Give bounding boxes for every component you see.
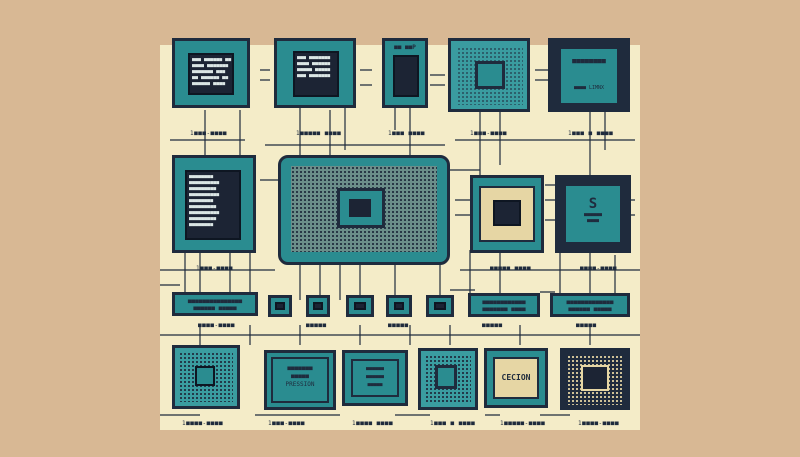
die-line: ■■■■■■■■■ xyxy=(189,216,217,222)
strip-chip-3 xyxy=(346,295,374,317)
socket-mid-die xyxy=(493,200,521,226)
caption-strip-5: ■■■■■ xyxy=(576,322,597,329)
chip-4-die xyxy=(475,61,505,89)
caption-bottom-2: 1■■■-■■■■ xyxy=(268,420,306,427)
chip-1: ■■■ ■■■■■■ ■■ ■■■■ ■■■■■■■ ■■■■■■■ ■■■ ■… xyxy=(172,38,250,108)
die-line: ■■■■■ ■■■■■ xyxy=(297,67,331,73)
strip-plate-mid-label: ■■■■■■■■■■■■ ■■■■■■■ ■■■■ xyxy=(482,299,526,313)
socket-right-letter: S xyxy=(588,196,598,212)
chip-socket-mid xyxy=(470,175,544,253)
socket-right-body: S ■■■■■■ ■■■■ xyxy=(564,184,622,244)
bottom-chip-5-body: CECION xyxy=(493,357,539,399)
center-die xyxy=(337,188,385,228)
chip-2-die: ■■■ ■■■■■■■ ■■■■ ■■■■■■ ■■■■■ ■■■■■ ■■■ … xyxy=(293,51,339,97)
caption-mid-3: ■■■■-■■■■ xyxy=(580,265,618,272)
strip-chip-5-die xyxy=(434,302,446,310)
bottom-chip-3-body: ■■■■■■ ■■■■■■ ■■■■■ xyxy=(351,359,399,397)
chip-3: ■■ ■■P xyxy=(382,38,428,108)
bottom-chip-1-die xyxy=(195,366,215,386)
strip-chip-1 xyxy=(268,295,292,317)
chip-socket-right: S ■■■■■■ ■■■■ xyxy=(555,175,631,253)
chip-5-label: ■■■■■■■■ xyxy=(572,57,606,65)
bottom-chip-5: CECION xyxy=(484,348,548,408)
socket-right-sub: ■■■■■■ ■■■■ xyxy=(583,212,603,224)
strip-chip-5 xyxy=(426,295,454,317)
strip-chip-1-die xyxy=(275,302,285,310)
strip-plate-right-label: ■■■■■■■■■■■■■ ■■■■■■ ■■■■■ xyxy=(566,299,614,313)
die-line: ■■■■■■■■ xyxy=(189,198,214,204)
caption-top-1: 1■■■-■■■■ xyxy=(190,130,228,137)
strip-plate-left-label: ■■■■■■■■■■■■■■■ ■■■■■■ ■■■■■ xyxy=(187,298,243,312)
strip-plate-right: ■■■■■■■■■■■■■ ■■■■■■ ■■■■■ xyxy=(550,293,630,317)
caption-strip-3: ■■■■■ xyxy=(388,322,409,329)
bottom-chip-2-body: ■■■■■■■ ■■■■■ PRESSION xyxy=(271,357,329,403)
die-line: ■■■■■■■■■■ xyxy=(189,210,220,216)
bottom-chip-2: ■■■■■■■ ■■■■■ PRESSION xyxy=(264,350,336,410)
caption-top-2: 1■■■■■ ■■■■ xyxy=(296,130,342,137)
die-line: ■■■■ ■■■■■■■ xyxy=(192,63,229,69)
caption-bottom-4: 1■■■ ■ ■■■■ xyxy=(430,420,476,427)
chip-large-left-die: ■■■■■■■■ ■■■■■■■■■■ ■■■■■■■■■ ■■■■■■■■■■… xyxy=(185,170,241,240)
caption-bottom-5: 1■■■■■-■■■■ xyxy=(500,420,546,427)
strip-chip-2-die xyxy=(313,302,323,310)
caption-mid-1: 1■■■-■■■■ xyxy=(196,265,234,272)
bottom-chip-4-die xyxy=(435,365,457,389)
chip-3-die xyxy=(393,55,419,97)
die-line: ■■■■ ■■■■■■ xyxy=(297,61,331,67)
bottom-chip-4 xyxy=(418,348,478,410)
chip-large-left: ■■■■■■■■ ■■■■■■■■■■ ■■■■■■■■■ ■■■■■■■■■■… xyxy=(172,155,256,253)
chip-1-die: ■■■ ■■■■■■ ■■ ■■■■ ■■■■■■■ ■■■■■■■ ■■■ ■… xyxy=(188,53,234,95)
die-line: ■■■ ■■■■■■■ xyxy=(297,73,331,79)
strip-plate-mid: ■■■■■■■■■■■■ ■■■■■■■ ■■■■ xyxy=(468,293,540,317)
socket-mid-body xyxy=(479,186,535,242)
chip-5-body: ■■■■■■■■ ■■■■ LIMNX xyxy=(559,47,619,105)
bottom-chip-3: ■■■■■■ ■■■■■■ ■■■■■ xyxy=(342,350,408,406)
strip-chip-4 xyxy=(386,295,412,317)
strip-chip-2 xyxy=(306,295,330,317)
caption-top-5: 1■■■ ■ ■■■■ xyxy=(568,130,614,137)
die-line: ■■ ■■■■■■ ■■ xyxy=(192,75,229,81)
die-line: ■■■■■■■ ■■■ xyxy=(192,69,226,75)
chip-5-sub: ■■■■ LIMNX xyxy=(573,85,605,91)
die-line: ■■■■■■■■■ xyxy=(189,204,217,210)
die-line: ■■■■■■■■ xyxy=(189,222,214,228)
caption-mid-2: ■■■■■ ■■■■ xyxy=(490,265,532,272)
caption-bottom-3: 1■■■■ ■■■■ xyxy=(352,420,394,427)
bottom-chip-1 xyxy=(172,345,240,409)
die-line: ■■■ ■■■■■■■ xyxy=(297,55,331,61)
caption-top-3: 1■■■ ■■■■ xyxy=(388,130,426,137)
chip-4 xyxy=(448,38,530,112)
caption-strip-2: ■■■■■ xyxy=(306,322,327,329)
bottom-chip-6-die xyxy=(581,365,609,391)
caption-bottom-1: 1■■■■-■■■■ xyxy=(182,420,224,427)
strip-chip-4-die xyxy=(394,302,404,310)
chip-2: ■■■ ■■■■■■■ ■■■■ ■■■■■■ ■■■■■ ■■■■■ ■■■ … xyxy=(274,38,356,108)
chip-5: ■■■■■■■■ ■■■■ LIMNX xyxy=(548,38,630,112)
bottom-chip-6 xyxy=(560,348,630,410)
strip-plate-left: ■■■■■■■■■■■■■■■ ■■■■■■ ■■■■■ xyxy=(172,292,258,316)
caption-bottom-6: 1■■■■-■■■■ xyxy=(578,420,620,427)
strip-chip-3-die xyxy=(354,302,366,310)
die-line: ■■■■■■■■■ xyxy=(189,186,217,192)
caption-top-4: 1■■■-■■■■ xyxy=(470,130,508,137)
caption-strip-1: ■■■■-■■■■ xyxy=(198,322,236,329)
chip-3-label: ■■ ■■P xyxy=(394,44,416,51)
chip-center-processor xyxy=(278,155,450,265)
die-line: ■■■■■■■■■■ xyxy=(189,192,220,198)
caption-strip-4: ■■■■■ xyxy=(482,322,503,329)
die-line: ■■■■■■■■■■ xyxy=(189,180,220,186)
die-line: ■■■■■■■■ xyxy=(189,174,214,180)
die-line: ■■■■■■ ■■■■ xyxy=(192,81,226,87)
die-line: ■■■ ■■■■■■ ■■ xyxy=(192,57,232,63)
